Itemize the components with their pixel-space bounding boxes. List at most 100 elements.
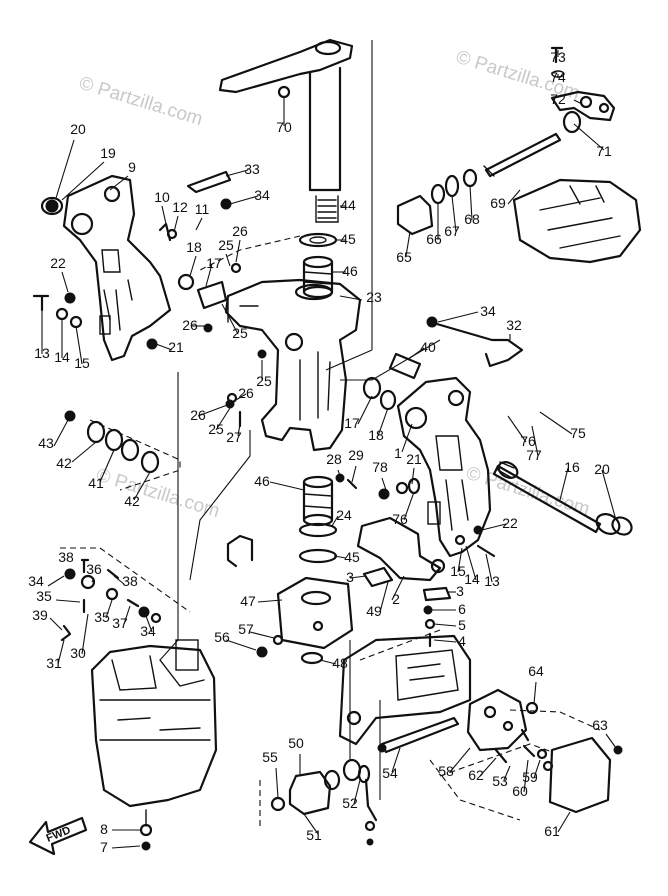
leader-line: [401, 423, 413, 453]
callout-26: 26: [190, 407, 206, 423]
leader-line: [437, 311, 479, 323]
callout-60: 60: [512, 783, 528, 799]
upper-bushings: [298, 232, 338, 299]
leader-line: [605, 733, 617, 749]
callout-14: 14: [464, 571, 480, 587]
leader-line: [573, 123, 605, 151]
callout-53: 53: [492, 773, 508, 789]
leader-line: [351, 465, 357, 483]
callout-20: 20: [594, 461, 610, 477]
leader-line: [225, 253, 231, 267]
leader-line: [303, 813, 319, 835]
thru-tube-16: [492, 461, 633, 536]
leader-line: [61, 161, 105, 201]
leader-line: [379, 581, 389, 613]
watermark-top-left: © Partzilla.com: [77, 73, 206, 131]
callout-62: 62: [468, 767, 484, 783]
leader-line: [113, 575, 125, 585]
callout-12: 12: [172, 199, 188, 215]
leader-line: [523, 759, 529, 793]
bottom-mount-47: [256, 576, 354, 665]
callout-25: 25: [208, 421, 224, 437]
callout-76: 76: [392, 511, 408, 527]
callout-25: 25: [218, 237, 234, 253]
leader-line: [173, 215, 179, 233]
clamp-bracket-right: [396, 376, 492, 558]
leader-line: [353, 779, 361, 805]
hardware-28-29: [335, 473, 496, 558]
callout-26: 26: [182, 317, 198, 333]
clamp-2: [356, 516, 452, 648]
callout-46: 46: [342, 263, 358, 279]
shaft-69: [483, 132, 562, 178]
leader-line: [485, 553, 493, 583]
leader-line: [381, 477, 387, 491]
leader-line: [111, 845, 141, 849]
callout-52: 52: [342, 795, 358, 811]
leader-line: [249, 631, 275, 639]
callout-18: 18: [186, 239, 202, 255]
callout-45: 45: [340, 231, 356, 247]
callout-41: 41: [88, 475, 104, 491]
callout-34: 34: [480, 303, 496, 319]
leader-line: [133, 471, 151, 501]
callout-43: 43: [38, 435, 54, 451]
callout-51: 51: [306, 827, 322, 843]
leader-line: [349, 575, 367, 579]
callout-75: 75: [570, 425, 586, 441]
tilt-pin: [362, 352, 422, 411]
callout-47: 47: [240, 593, 256, 609]
callout-26: 26: [238, 385, 254, 401]
callout-11: 11: [195, 201, 210, 217]
callout-25: 25: [232, 325, 248, 341]
leader-line: [531, 425, 539, 457]
callout-30: 30: [70, 645, 86, 661]
callout-71: 71: [596, 143, 612, 159]
lower-housing-plate: [338, 634, 472, 746]
leader-line: [269, 481, 305, 491]
callout-15: 15: [74, 355, 90, 371]
mount-50: [270, 758, 378, 846]
bolt-54: [377, 716, 460, 754]
callout-50: 50: [288, 735, 304, 751]
leader-line: [205, 263, 213, 287]
leader-line: [457, 547, 463, 573]
leader-line: [275, 767, 279, 799]
callout-25: 25: [256, 373, 272, 389]
leader-line: [503, 765, 511, 781]
steering-arm: [218, 38, 354, 223]
leader-line: [405, 231, 411, 257]
leader-line: [71, 441, 97, 463]
leader-line: [557, 811, 571, 833]
leader-line: [601, 469, 617, 521]
leader-line: [235, 393, 247, 401]
callout-21: 21: [168, 339, 184, 355]
callout-42: 42: [56, 455, 72, 471]
callout-39: 39: [32, 607, 48, 623]
callout-10: 10: [154, 189, 170, 205]
callout-23: 23: [366, 289, 382, 305]
leader-line: [225, 169, 249, 177]
leader-line: [155, 343, 173, 351]
callout-7: 7: [100, 839, 108, 855]
callout-34: 34: [28, 573, 44, 589]
callout-40: 40: [420, 339, 436, 355]
leader-line: [161, 205, 167, 225]
callout-2: 2: [392, 591, 400, 607]
callout-33: 33: [244, 161, 260, 177]
leader-line: [465, 545, 477, 581]
callout-17: 17: [206, 255, 222, 271]
leader-line: [507, 415, 527, 443]
leader-line: [451, 195, 457, 233]
leader-line: [81, 613, 89, 655]
leader-line: [319, 659, 337, 665]
leader-line: [469, 185, 473, 221]
leader-line: [391, 575, 405, 601]
callout-8: 8: [100, 821, 108, 837]
callout-42: 42: [124, 493, 140, 509]
callout-21: 21: [406, 451, 422, 467]
callout-55: 55: [262, 749, 278, 765]
leader-line: [337, 469, 341, 477]
callout-57: 57: [238, 621, 254, 637]
